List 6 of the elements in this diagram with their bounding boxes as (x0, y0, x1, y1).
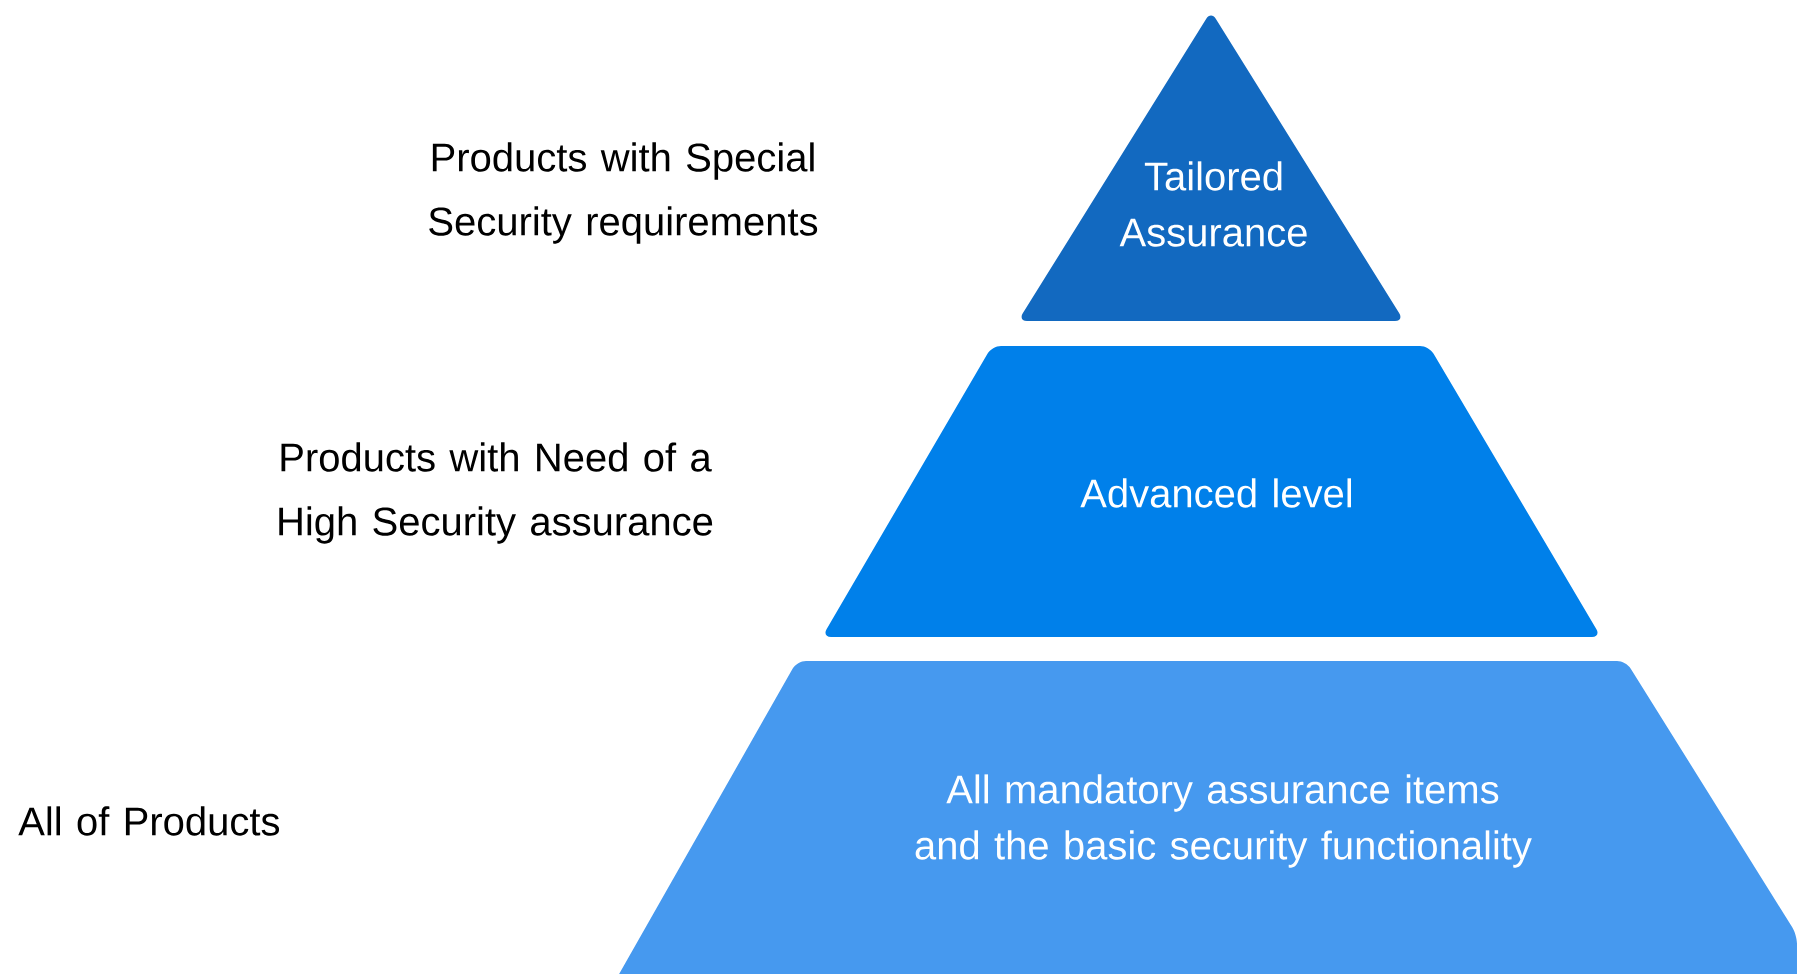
side-label: All of Products (18, 806, 280, 836)
pyramid-tier: All mandatory assurance items and the basic security functionality (613, 661, 1797, 974)
side-label: Products with Need of a High Security assurance (279, 442, 713, 544)
pyramid-tier: Tailored Assurance (1021, 15, 1401, 321)
side-label: Products with Special Security requirements (429, 142, 818, 244)
pyramid-tier: Advanced level (825, 346, 1598, 637)
